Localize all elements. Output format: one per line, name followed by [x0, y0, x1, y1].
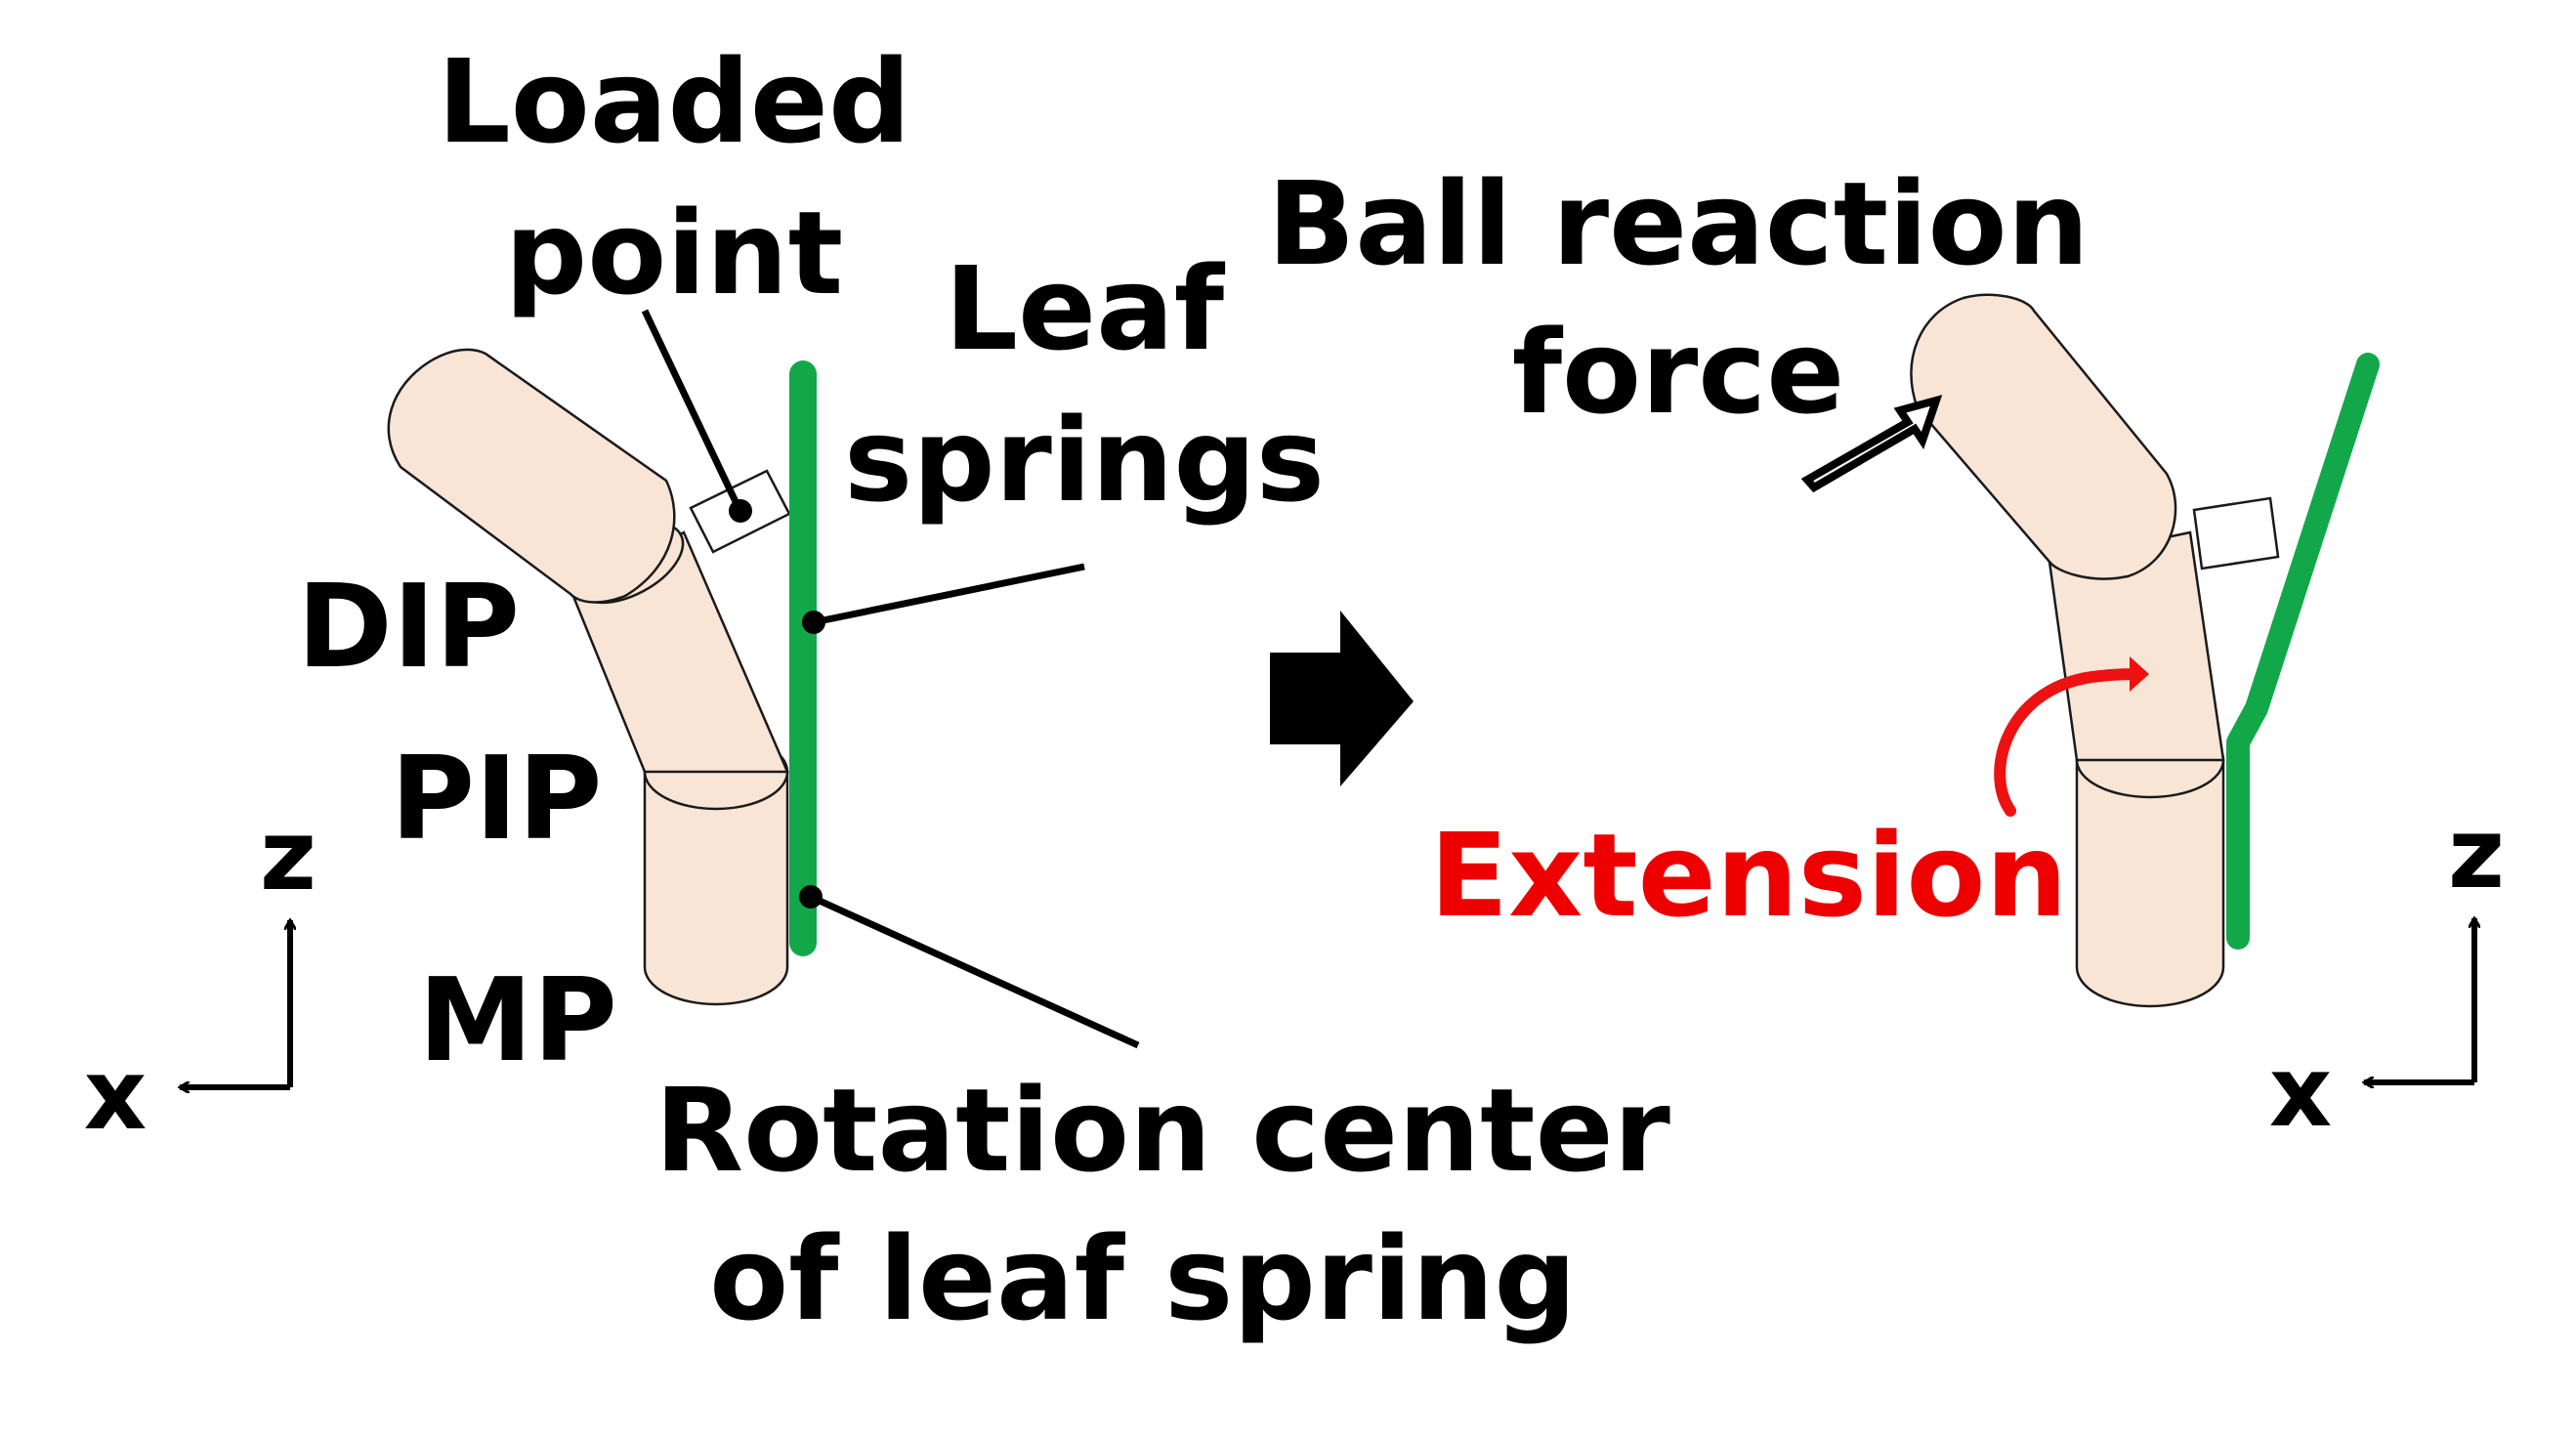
- rotation-center-label-line1: Rotation center: [655, 1063, 1670, 1198]
- leaf-springs-label-line1: Leaf: [945, 241, 1226, 376]
- right-proximal-phalanx: [2075, 758, 2225, 1008]
- ball-reaction-force-arrow: [1800, 395, 1943, 493]
- rotation-center-dot: [799, 885, 823, 909]
- right-leaf-spring: [2226, 353, 2380, 950]
- right-loaded-point-pad: [2192, 496, 2280, 571]
- extension-label: Extension: [1430, 808, 2068, 943]
- loaded-point-dot: [729, 499, 752, 523]
- loaded-point-label-line1: Loaded: [438, 34, 911, 169]
- right-z-label: z: [2448, 796, 2505, 910]
- left-x-label: x: [84, 1037, 148, 1152]
- right-distal-phalanx: [1910, 293, 2177, 580]
- left-axes: z x: [84, 798, 317, 1152]
- rotation-center-label-line2: of leaf spring: [709, 1211, 1577, 1346]
- left-distal-phalanx: [387, 348, 676, 604]
- left-finger: [387, 309, 1140, 1049]
- ball-reaction-label-line1: Ball reaction: [1267, 156, 2089, 291]
- right-x-label: x: [2269, 1035, 2333, 1149]
- extension-arrow: [1994, 668, 2145, 817]
- rotation-center-leader: [809, 893, 1140, 1049]
- right-axes: z x: [2269, 796, 2505, 1149]
- ball-reaction-label-line2: force: [1512, 305, 1845, 440]
- left-z-label: z: [260, 798, 317, 912]
- loaded-point-label-line2: point: [505, 186, 843, 320]
- dip-label: DIP: [297, 559, 520, 694]
- mp-label: MP: [418, 952, 617, 1087]
- leaf-springs-leader: [813, 563, 1085, 626]
- leaf-spring-dot: [802, 611, 825, 634]
- extension-arrowhead: [2130, 656, 2149, 692]
- block-right-arrow-icon: [1270, 611, 1414, 786]
- pip-label: PIP: [391, 731, 603, 866]
- leaf-springs-label-line2: springs: [844, 393, 1325, 528]
- right-finger: [1800, 293, 2380, 1008]
- left-proximal-phalanx: [643, 770, 789, 1006]
- loaded-point-leader: [641, 309, 743, 512]
